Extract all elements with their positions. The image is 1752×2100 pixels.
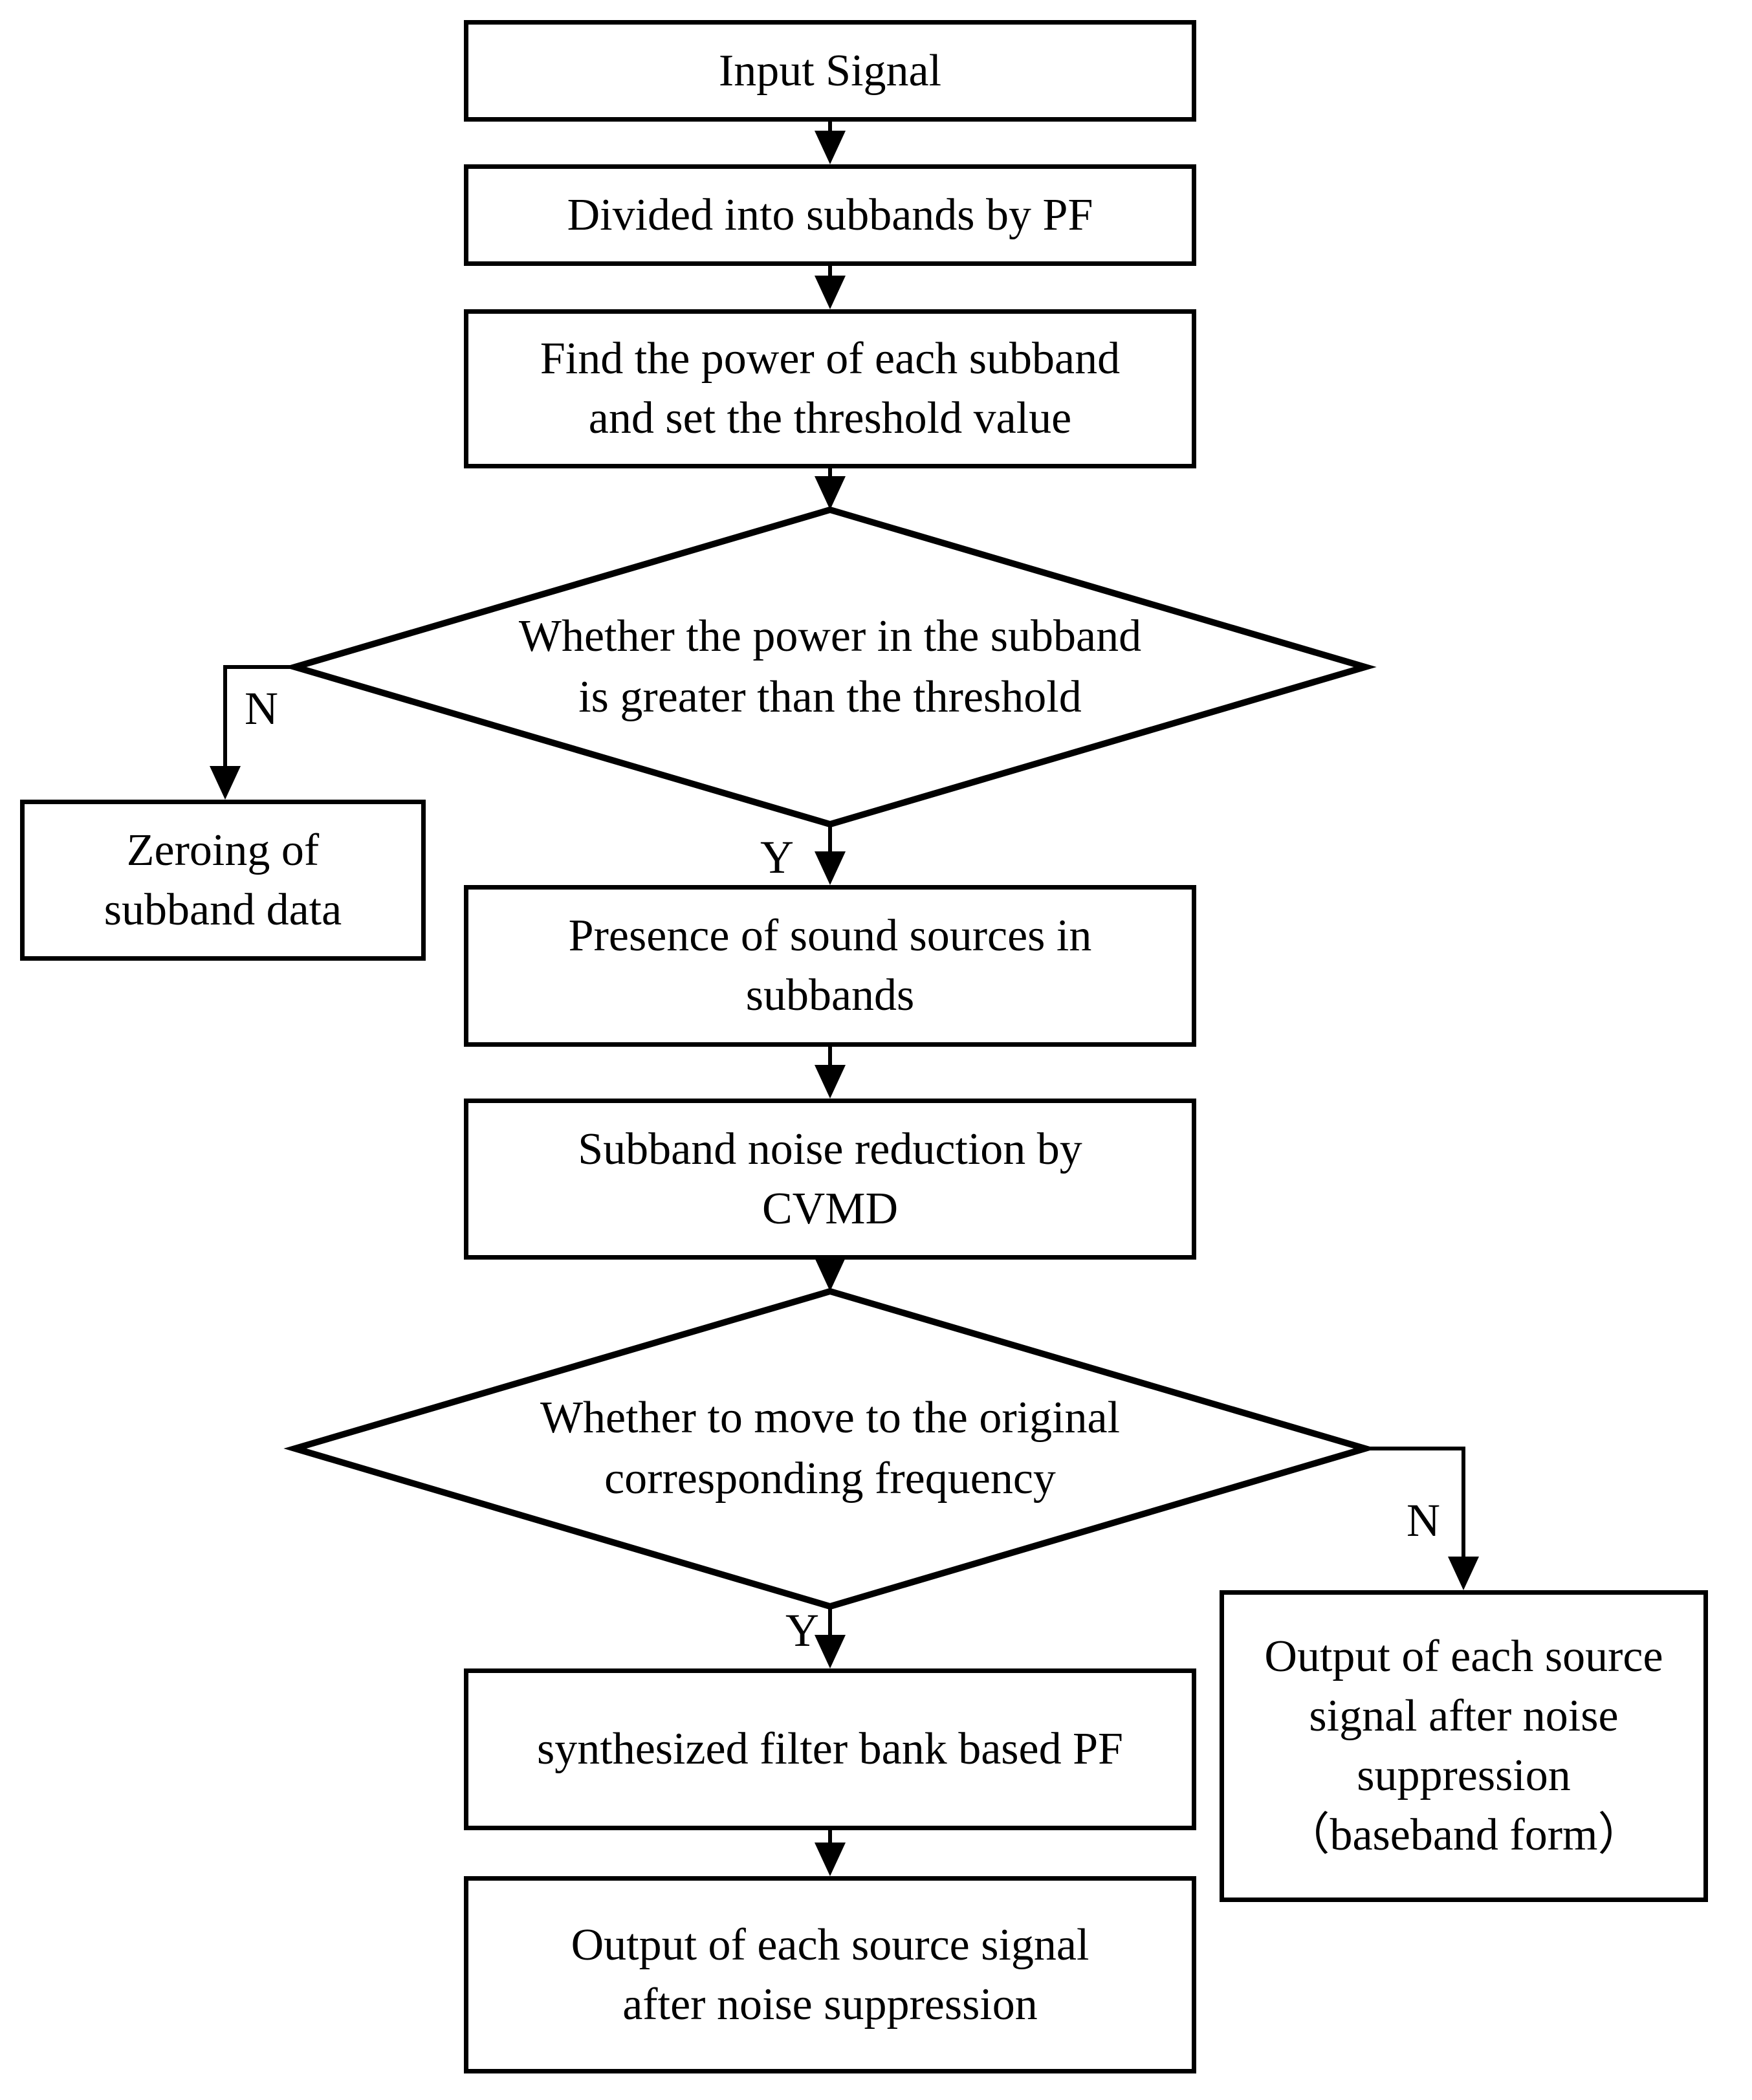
node-synthesized-filter-bank: synthesized filter bank based PF (464, 1668, 1196, 1830)
node-presence-of-sound-sources: Presence of sound sources in subbands (464, 885, 1196, 1047)
node-zeroing-subband-data: Zeroing of subband data (20, 800, 426, 961)
arrowhead-synthesized-output (815, 1843, 846, 1876)
edge-powerdecision-zeroing (223, 665, 295, 771)
arrowhead-powerdecision-zeroing (210, 766, 241, 800)
arrowhead-findpower-powerdecision (815, 476, 846, 510)
branch-label-frequency-no: N (1407, 1494, 1440, 1546)
arrowhead-powerdecision-presence (815, 851, 846, 885)
node-subband-noise-reduction-cvmd: Subband noise reduction by CVMD (464, 1099, 1196, 1260)
node-find-power-set-threshold: Find the power of each subband and set t… (464, 309, 1196, 468)
arrowhead-cvmd-frequencydecision (815, 1258, 846, 1291)
arrowhead-frequencydecision-synthesized (815, 1635, 846, 1668)
node-output-after-noise-suppression: Output of each source signal after noise… (464, 1876, 1196, 2073)
arrowhead-divided-findpower (815, 276, 846, 309)
node-divided-into-subbands: Divided into subbands by PF (464, 164, 1196, 266)
arrowhead-frequencydecision-outputbaseband (1448, 1557, 1479, 1590)
branch-label-power-no: N (245, 683, 278, 734)
node-input-signal: Input Signal (464, 20, 1196, 122)
node-output-baseband-form: Output of each source signal after noise… (1220, 1590, 1708, 1902)
edge-frequencydecision-outputbaseband (1365, 1447, 1465, 1562)
branch-label-frequency-yes: Y (785, 1604, 819, 1656)
arrowhead-input-divided (815, 131, 846, 164)
branch-label-power-yes: Y (760, 831, 794, 883)
decision-diamond-power (283, 506, 1377, 828)
decision-diamond-frequency (283, 1287, 1377, 1610)
arrowhead-presence-cvmd (815, 1065, 846, 1099)
